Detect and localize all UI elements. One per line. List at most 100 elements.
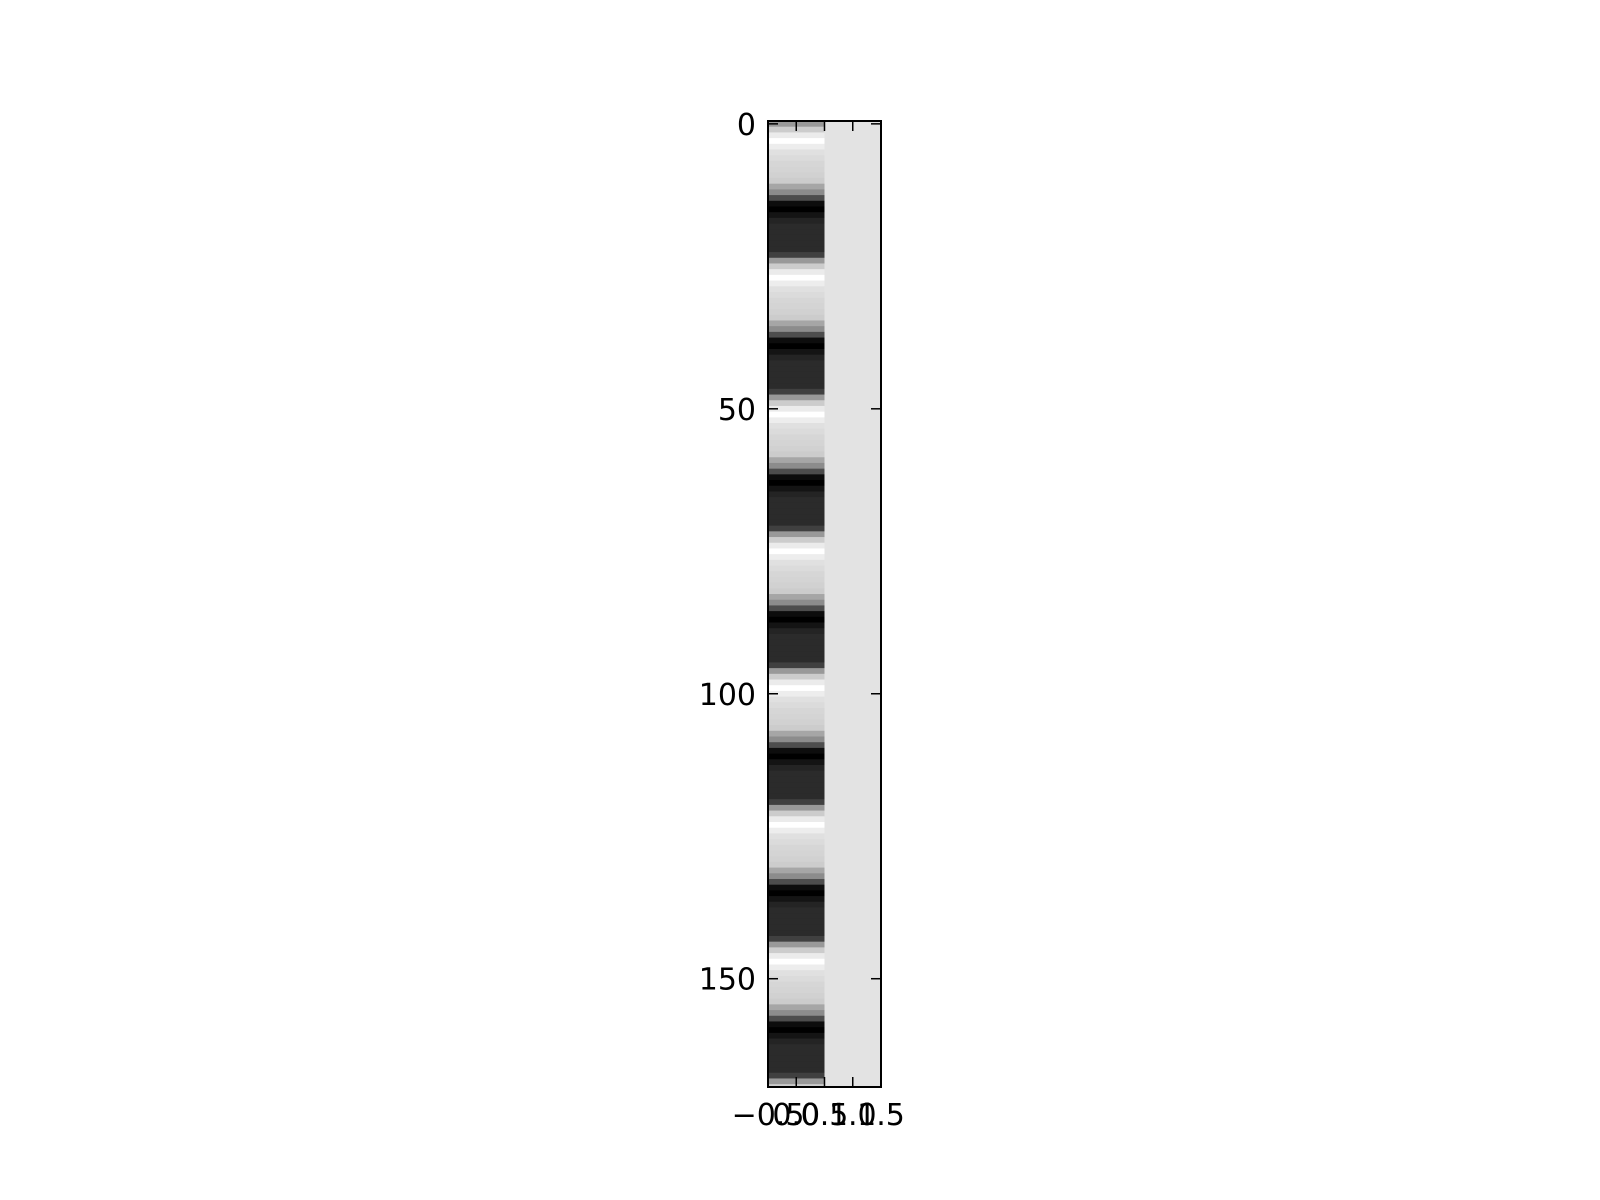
heatmap-cell [768, 651, 825, 658]
heatmap-cell [768, 611, 825, 618]
heatmap-cell [768, 736, 825, 743]
heatmap-cell [768, 1072, 825, 1080]
heatmap-cell [768, 804, 825, 812]
heatmap-cell [768, 594, 825, 601]
heatmap-cell [768, 1049, 825, 1057]
heatmap-cell [768, 257, 825, 265]
heatmap-cell [768, 599, 825, 607]
heatmap-cell [768, 331, 825, 339]
heatmap-cell [768, 428, 825, 436]
heatmap-cell [768, 172, 825, 179]
heatmap-cell [768, 765, 825, 772]
heatmap-cell [768, 377, 825, 384]
heatmap-cell [768, 708, 825, 715]
heatmap-cell [768, 559, 825, 567]
heatmap-cell [768, 326, 825, 333]
heatmap-cell [768, 770, 825, 777]
heatmap-cell [768, 673, 825, 681]
heatmap-cell [768, 582, 825, 589]
heatmap-cell [768, 1027, 825, 1034]
heatmap-cell [768, 252, 825, 259]
heatmap-cell [768, 531, 825, 538]
heatmap-cell [768, 616, 825, 624]
heatmap-cell [768, 947, 825, 954]
heatmap-cell [768, 747, 825, 755]
y-tick-label: 50 [718, 393, 756, 428]
heatmap-cell [768, 1004, 825, 1011]
heatmap-cell [768, 234, 825, 242]
heatmap-cell [768, 827, 825, 834]
heatmap-cell [768, 297, 825, 304]
heatmap-cell [768, 753, 825, 760]
heatmap-cell [768, 451, 825, 458]
heatmap-cell [768, 759, 825, 766]
heatmap-cell [768, 542, 825, 550]
heatmap-cell [768, 901, 825, 909]
heatmap-cell [768, 941, 825, 948]
heatmap-cell [768, 890, 825, 897]
heatmap-cell [768, 793, 825, 800]
x-tick-label: −0.5 [732, 1098, 805, 1133]
heatmap-cells [768, 121, 881, 1088]
heatmap-cell [768, 970, 825, 977]
heatmap-cell [768, 639, 825, 646]
heatmap-cell [768, 1055, 825, 1062]
heatmap-cell [768, 445, 825, 453]
heatmap-cell [768, 1067, 825, 1074]
heatmap-cell [768, 417, 825, 424]
heatmap-cell [768, 576, 825, 584]
heatmap-cell [768, 240, 825, 247]
heatmap-cell [768, 480, 825, 487]
heatmap-cell [768, 411, 825, 418]
heatmap-cell [768, 867, 825, 874]
heatmap-cell [768, 907, 825, 914]
heatmap-cell [768, 548, 825, 555]
heatmap-cell [768, 189, 825, 196]
x-tick-label: 1.0 [829, 1098, 877, 1133]
heatmap-cell [768, 1032, 825, 1040]
heatmap-cell [768, 497, 825, 504]
heatmap-cell [768, 850, 825, 857]
heatmap-cell [768, 468, 825, 475]
x-tick-label: 0.0 [772, 1098, 820, 1133]
heatmap-cell [768, 930, 825, 937]
heatmap-cell [768, 143, 825, 151]
heatmap-cell [768, 702, 825, 709]
heatmap-cell [768, 440, 825, 447]
heatmap-cell [768, 309, 825, 316]
heatmap-cell [768, 291, 825, 299]
heatmap-cell [768, 155, 825, 162]
heatmap-cell [768, 149, 825, 156]
heatmap-cell [768, 263, 825, 270]
heatmap-cell [768, 645, 825, 652]
heatmap-cell [768, 525, 825, 532]
heatmap-cell [768, 206, 825, 213]
heatmap-cell [768, 280, 825, 287]
heatmap-cell [768, 782, 825, 789]
heatmap-cell [768, 719, 825, 726]
heatmap-cell [768, 132, 825, 139]
heatmap-cell [768, 821, 825, 829]
y-tick-label: 100 [699, 678, 756, 713]
heatmap-cell [768, 217, 825, 225]
heatmap-cell [768, 160, 825, 168]
heatmap-cell [768, 138, 825, 145]
heatmap-cell [768, 383, 825, 390]
heatmap-cell [768, 884, 825, 891]
heatmap-cell [768, 457, 825, 464]
heatmap-cell [768, 873, 825, 880]
heatmap-cell [768, 633, 825, 641]
heatmap-cell [768, 998, 825, 1005]
heatmap-cell [768, 571, 825, 578]
heatmap-cell [768, 856, 825, 863]
y-tick-label: 0 [737, 108, 756, 143]
heatmap-cell [768, 992, 825, 1000]
heatmap-cell [768, 195, 825, 202]
heatmap-cell [768, 434, 825, 441]
heatmap-cell [768, 725, 825, 732]
heatmap-cell [768, 810, 825, 817]
heatmap-cell [768, 799, 825, 806]
heatmap-cell [768, 787, 825, 795]
heatmap-cell [768, 964, 825, 971]
